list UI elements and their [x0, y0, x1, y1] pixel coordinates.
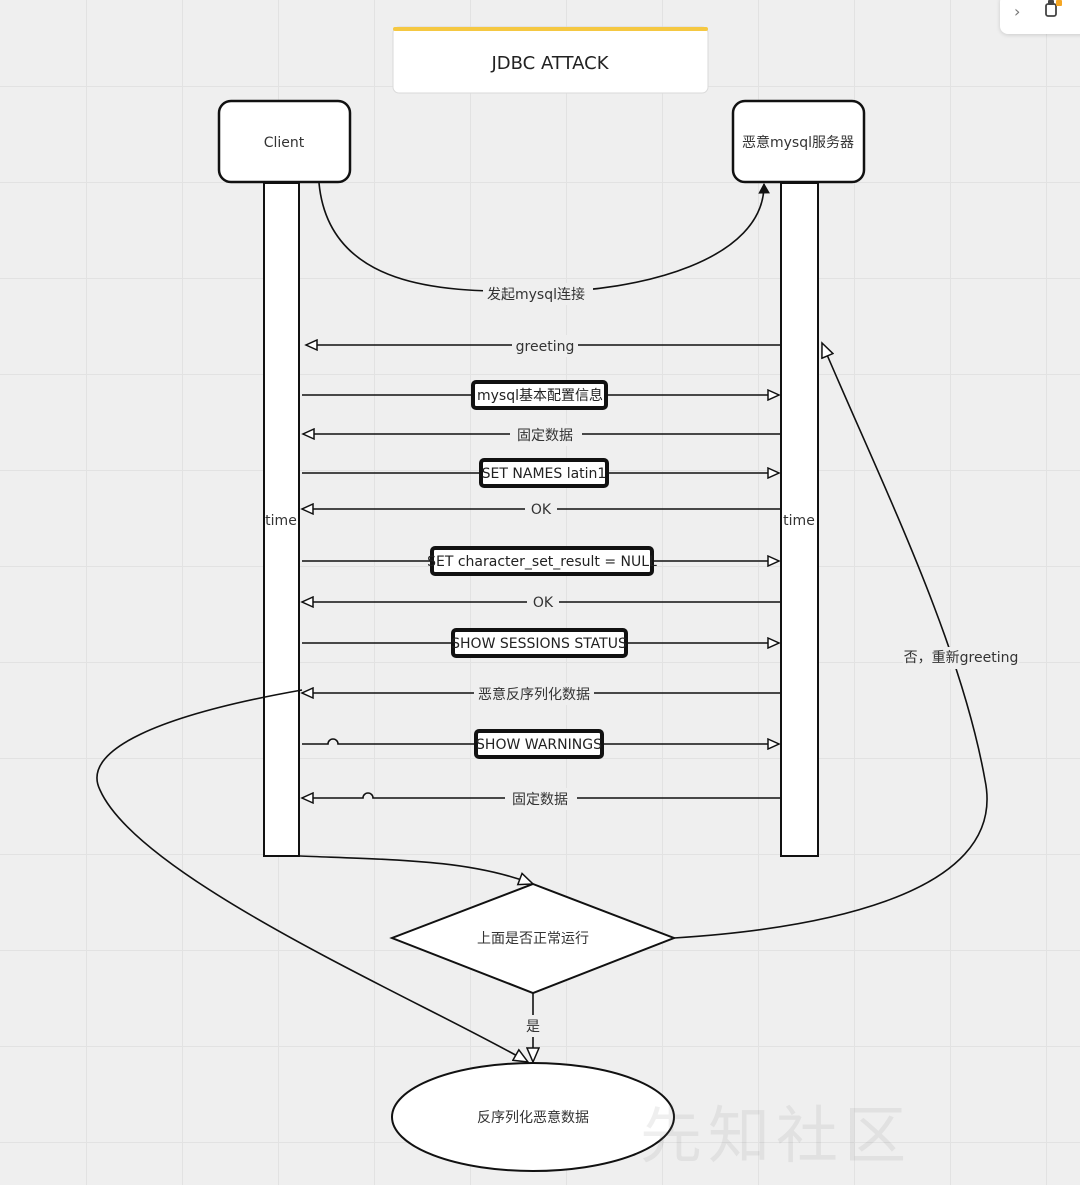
no-branch-label: 否，重新greeting	[904, 650, 1019, 666]
actor-server[interactable]: 恶意mysql服务器	[731, 99, 866, 184]
flow-no-branch[interactable]: 否，重新greeting	[673, 343, 1019, 939]
message-label: SET character_set_result = NULL	[427, 554, 657, 570]
chevron-right-icon[interactable]: ›	[1014, 2, 1021, 21]
message-label: OK	[533, 595, 554, 611]
message-label: 固定数据	[512, 792, 568, 808]
message-fixed-data-1[interactable]: 固定数据	[303, 424, 780, 446]
decision-label: 上面是否正常运行	[477, 931, 589, 947]
lifeline-server[interactable]: time	[780, 182, 819, 857]
plugin-icon[interactable]	[1044, 0, 1062, 18]
message-fixed-data-2[interactable]: 固定数据	[302, 788, 780, 810]
message-label: 发起mysql连接	[487, 286, 585, 303]
message-label: OK	[531, 502, 552, 518]
lifeline-server-time-label: time	[783, 513, 815, 529]
message-ok-2[interactable]: OK	[302, 592, 780, 614]
actor-server-label: 恶意mysql服务器	[742, 134, 854, 151]
message-set-names[interactable]: SET NAMES latin1	[302, 458, 779, 488]
message-connect[interactable]: 发起mysql连接	[318, 182, 770, 305]
message-set-charset[interactable]: SET character_set_result = NULL	[302, 546, 779, 576]
lifeline-client[interactable]: time	[263, 182, 300, 857]
message-mysql-config[interactable]: mysql基本配置信息	[302, 380, 779, 410]
message-label: SET NAMES latin1	[482, 466, 607, 482]
title-card[interactable]: JDBC ATTACK	[392, 26, 709, 94]
watermark: 先知社区	[640, 1099, 913, 1172]
yes-branch-label: 是	[526, 1019, 540, 1035]
lifeline-client-time-label: time	[265, 513, 297, 529]
message-label: greeting	[516, 339, 575, 355]
message-ok-1[interactable]: OK	[302, 499, 780, 521]
message-label: mysql基本配置信息	[477, 387, 603, 404]
flow-yes-branch[interactable]: 是	[522, 993, 544, 1062]
actor-client[interactable]: Client	[217, 99, 352, 184]
flow-to-decision[interactable]	[299, 855, 533, 884]
message-malicious-data[interactable]: 恶意反序列化数据	[302, 683, 780, 705]
end-node-label: 反序列化恶意数据	[477, 1109, 589, 1126]
diagram-title: JDBC ATTACK	[490, 53, 609, 74]
message-label: 固定数据	[517, 428, 573, 444]
decision-node[interactable]: 上面是否正常运行	[389, 882, 677, 995]
message-show-status[interactable]: SHOW SESSIONS STATUS	[302, 628, 779, 658]
end-node[interactable]: 反序列化恶意数据	[391, 1062, 675, 1172]
message-label: SHOW SESSIONS STATUS	[451, 636, 627, 652]
actor-client-label: Client	[264, 135, 305, 151]
message-label: SHOW WARNINGS	[476, 737, 602, 753]
flow-malicious-to-end[interactable]	[96, 689, 528, 1062]
message-label: 恶意反序列化数据	[478, 686, 590, 703]
message-greeting[interactable]: greeting	[306, 335, 780, 357]
toolbar[interactable]: ›	[1000, 0, 1080, 34]
message-show-warnings[interactable]: SHOW WARNINGS	[302, 729, 779, 759]
